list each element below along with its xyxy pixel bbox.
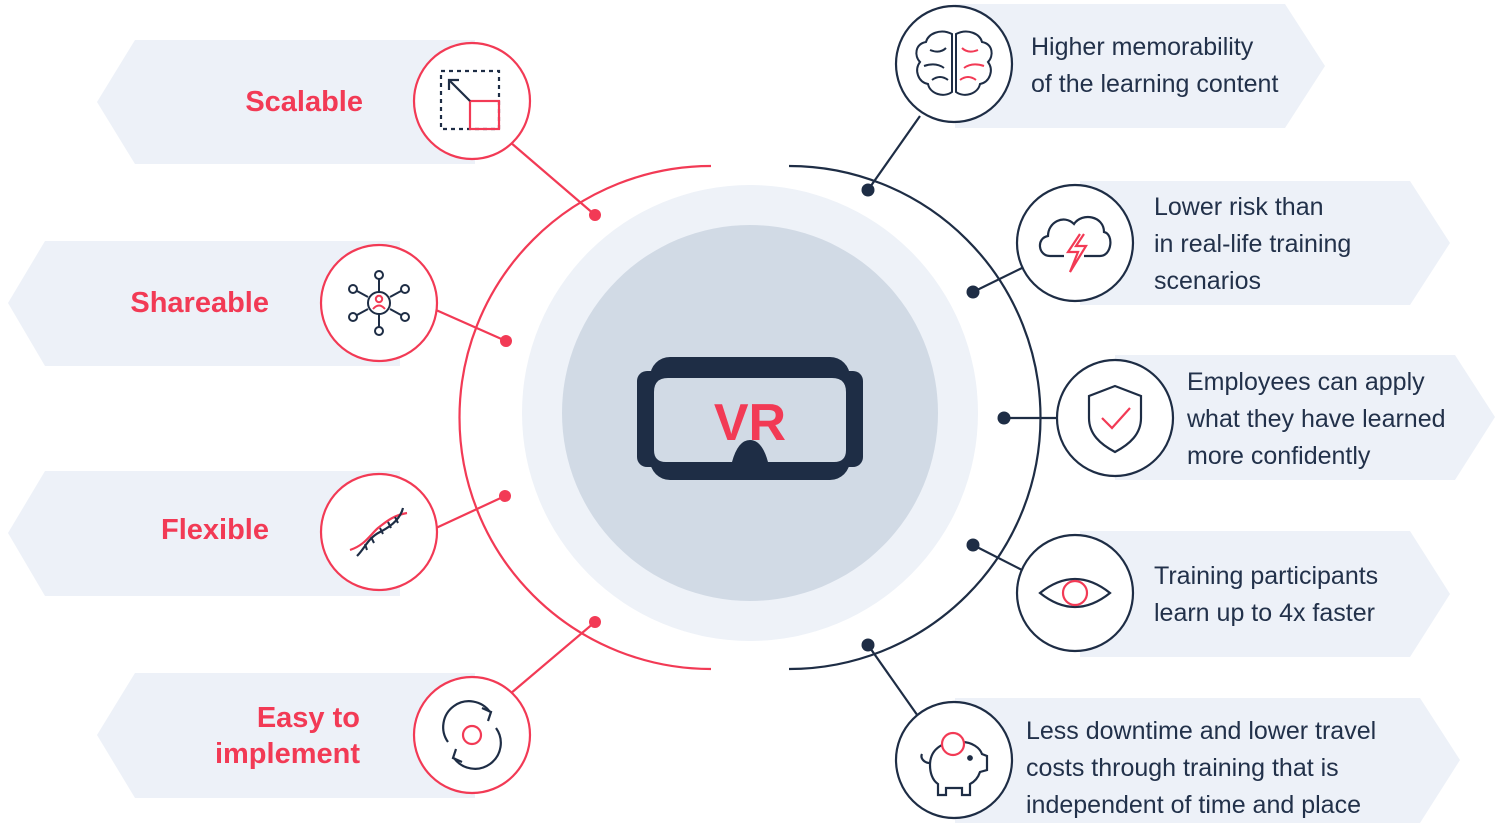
connector-dot bbox=[861, 638, 875, 652]
vr-label: VR bbox=[714, 394, 786, 452]
refresh-cycle-icon bbox=[442, 700, 502, 770]
connector-dot bbox=[861, 183, 875, 197]
panel-flexible bbox=[8, 471, 400, 596]
dna-icon bbox=[349, 507, 408, 557]
label-faster: Training participants learn up to 4x fas… bbox=[1154, 562, 1379, 627]
connector-dot bbox=[966, 285, 980, 299]
vr-headset-icon: VR bbox=[637, 357, 863, 480]
right-panels bbox=[955, 4, 1495, 823]
right-connectors bbox=[867, 115, 1058, 720]
network-share-icon bbox=[348, 270, 410, 336]
panel-faster bbox=[1080, 531, 1450, 657]
connector-dot bbox=[589, 616, 601, 628]
brain-icon bbox=[915, 30, 993, 96]
label-easy-to-implement: Easy to implement bbox=[214, 702, 360, 770]
connector-dot bbox=[499, 490, 511, 502]
connector-dot bbox=[500, 335, 512, 347]
panel-memorability bbox=[955, 4, 1325, 128]
left-connectors bbox=[435, 141, 596, 695]
label-shareable: Shareable bbox=[130, 287, 269, 319]
left-dots bbox=[499, 209, 601, 628]
connector-dot bbox=[997, 411, 1011, 425]
label-flexible: Flexible bbox=[161, 514, 269, 546]
label-confidence: Employees can apply what they have learn… bbox=[1187, 368, 1446, 470]
left-panels bbox=[8, 40, 475, 798]
eye-icon bbox=[1038, 577, 1112, 609]
connector-dot bbox=[966, 538, 980, 552]
panel-scalable bbox=[97, 40, 475, 164]
panel-shareable bbox=[8, 241, 400, 366]
panel-risk bbox=[1080, 181, 1450, 305]
right-dots bbox=[861, 183, 1011, 652]
label-less-downtime: Less downtime and lower travel costs thr… bbox=[1026, 717, 1377, 819]
panel-costs bbox=[955, 698, 1460, 823]
label-lower-risk: Lower risk than in real-life training sc… bbox=[1154, 193, 1352, 295]
panel-easy bbox=[97, 673, 475, 798]
piggy-bank-icon bbox=[920, 731, 989, 797]
connector-dot bbox=[589, 209, 601, 221]
shield-check-icon bbox=[1087, 384, 1143, 454]
resize-icon bbox=[439, 69, 501, 131]
panel-confidence bbox=[1115, 355, 1495, 480]
storm-cloud-icon bbox=[1038, 215, 1112, 273]
left-arc bbox=[458, 164, 712, 671]
label-scalable: Scalable bbox=[245, 86, 363, 118]
label-memorability: Higher memorability of the learning cont… bbox=[1031, 33, 1279, 98]
